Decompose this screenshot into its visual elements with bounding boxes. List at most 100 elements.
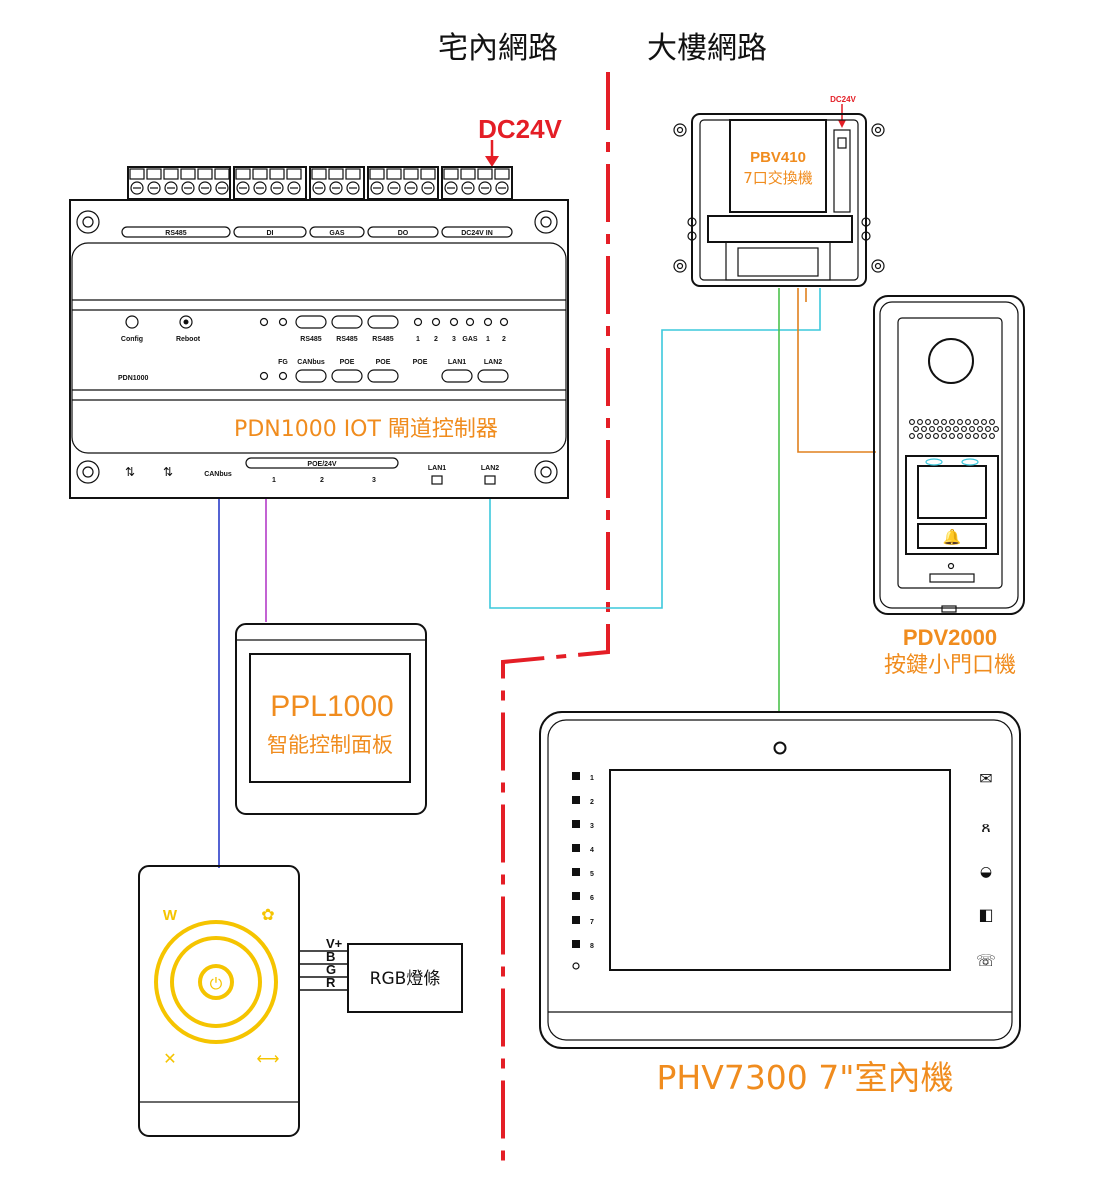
speaker-hole [993,426,999,432]
speaker-hole [917,433,923,439]
poe-port-3-label: 3 [372,477,376,484]
terminal-slot [311,168,327,180]
hotkey-button[interactable] [572,772,580,780]
speaker-hole [941,419,947,425]
speaker-hole [981,433,987,439]
power-knob[interactable] [198,964,234,1000]
speaker-hole [977,426,983,432]
terminal-slot [386,168,402,180]
camera-dome-icon[interactable]: ◒ [980,864,992,880]
speaker-hole [957,419,963,425]
terminal-screw-icon [478,181,492,195]
terminal-screw-icon [444,181,458,195]
hotkey-button[interactable] [572,868,580,876]
speaker-hole [945,426,951,432]
terminal-screw-icon [329,181,343,195]
bell-icon: 🔔 [943,528,962,546]
terminal-screw-icon [215,181,229,195]
contact-icon[interactable]: ጸ [981,817,990,836]
screw-icon [534,210,558,234]
terminal-screw-icon [164,181,178,195]
dc24v-marker: DC24V [478,114,563,167]
led-label: CANbus [297,359,325,366]
config-button[interactable] [125,315,139,329]
terminal-slot [129,168,145,180]
speaker-hole [949,433,955,439]
terminal-screw-icon [461,181,475,195]
mode-icon: ✕ [163,1051,176,1068]
phone-icon[interactable]: ☏ [976,951,996,970]
hotkey-number: 5 [590,871,594,878]
led-label: POE [413,359,428,366]
terminal-screw-icon [147,181,161,195]
message-icon[interactable]: ✉ [979,769,992,788]
call-button[interactable] [917,523,987,549]
hotkey-button[interactable] [572,916,580,924]
pbv410-model: PBV410 [750,149,806,166]
poe-port-1-label: 1 [272,477,276,484]
hotkey-number: 8 [590,943,594,950]
speaker-hole [973,433,979,439]
speaker-grille [909,419,999,439]
hotkey-number: 4 [590,847,594,854]
terminal-screw-icon [198,181,212,195]
speaker-hole [965,419,971,425]
led-label: 1 [486,336,490,343]
led-label: RS485 [336,336,358,343]
hotkey-button[interactable] [572,940,580,948]
network-divider [501,72,610,1165]
terminal-screw-icon [253,181,267,195]
terminal-slot [214,168,230,180]
terminal-blocks-top [127,166,513,200]
terminal-slot [197,168,213,180]
pbv410-switch: DC24V PBV410 7口交換機 [673,95,885,287]
led-label: RS485 [372,336,394,343]
terminal-screw-icon [236,181,250,195]
led-label: FG [278,359,288,366]
pdn1000-title: PDN1000 IOT 閘道控制器 [234,417,498,442]
speaker-hole [937,426,943,432]
ppl1000-panel: PPL1000 智能控制面板 [235,623,427,815]
terminal-screw-icon [346,181,360,195]
hotkey-button[interactable] [572,820,580,828]
wires [218,288,876,868]
monitor-screen[interactable] [609,769,951,971]
speaker-hole [969,426,975,432]
speaker-hole [917,419,923,425]
led-label: 2 [502,336,506,343]
speaker-hole [981,419,987,425]
terminal-slot [252,168,268,180]
terminal-slot [180,168,196,180]
speaker-hole [957,433,963,439]
hotkey-number: 7 [590,919,594,926]
terminal-slot [235,168,251,180]
door-unlock-icon[interactable]: ◧ [978,905,993,924]
pbv410-desc: 7口交換機 [743,169,813,187]
hotkey-button[interactable] [572,844,580,852]
speaker-hole [985,426,991,432]
camera-icon [773,741,787,755]
terminal-slot [163,168,179,180]
poe-24v-label: POE/24V [307,461,337,468]
rgb-pin-label: G [326,962,336,977]
speaker-hole [925,419,931,425]
terminal-screw-icon [495,181,509,195]
white-light-icon: W [163,907,178,924]
group-label-gas: GAS [329,230,345,237]
lan1-port-label: LAN1 [428,465,446,472]
card-reader-window [917,465,987,519]
scene-icon: ✿ [261,907,274,924]
usb-icon: ⇅ [163,465,173,479]
hotkey-button[interactable] [572,892,580,900]
poe-port-2-label: 2 [320,477,324,484]
speaker-hole [953,426,959,432]
terminal-slot [443,168,459,180]
screw-icon [534,460,558,484]
speaker-hole [949,419,955,425]
group-label-di: DI [267,230,274,237]
hotkey-number: 6 [590,895,594,902]
led-label: LAN1 [448,359,466,366]
reboot-button[interactable] [179,315,193,329]
rgb-controller: ⏻ W ✿ ✕ ⟷ V+BGR RGB燈條 [138,865,463,1137]
hotkey-button[interactable] [572,796,580,804]
